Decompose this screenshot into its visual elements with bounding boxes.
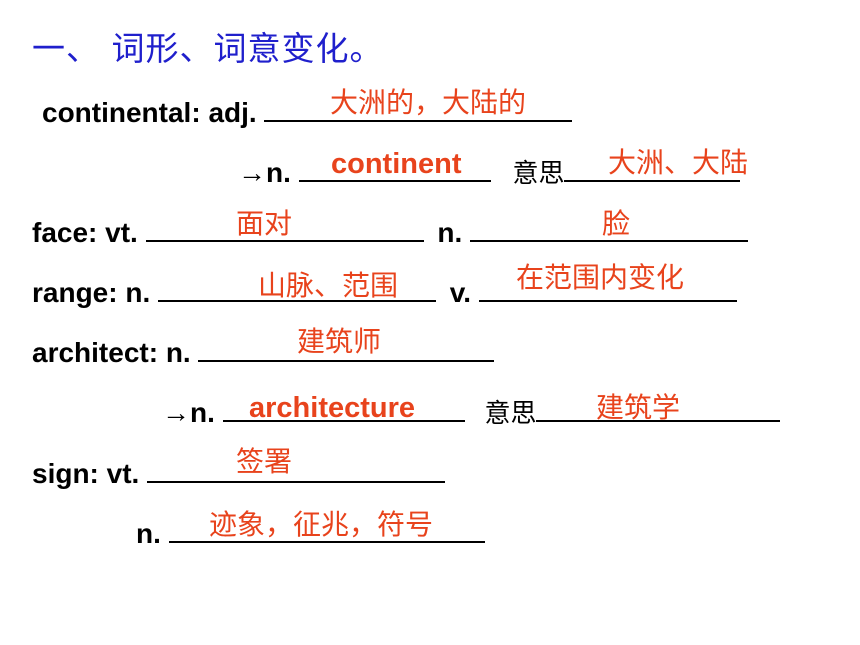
section-title: 一、 词形、词意变化。 (32, 29, 384, 68)
answer-face-n: 脸 (602, 207, 631, 240)
answer-sign-n: 迹象，征兆，符号 (209, 508, 434, 541)
line-sign: sign: vt. (32, 453, 446, 491)
answer-continent-meaning: 大洲、大陆 (608, 146, 749, 179)
line-range: range: n. v. (32, 272, 737, 310)
answer-face-vt: 面对 (236, 207, 293, 240)
blank-face-n[interactable] (470, 212, 749, 242)
n-label: n. (437, 217, 463, 248)
v-label: v. (449, 277, 472, 308)
blank-continent-word[interactable] (298, 152, 491, 182)
answer-continental-meaning: 大洲的，大陆的 (330, 86, 527, 119)
word-label: sign: vt. (32, 458, 140, 489)
word-label: range: n. (32, 277, 151, 308)
meaning-label: 意思 (484, 399, 537, 429)
answer-continent-word: continent (331, 148, 462, 180)
arrow-n-label: →n. (238, 157, 291, 188)
arrow-n-label: →n. (162, 397, 215, 428)
line-face: face: vt. n. (32, 212, 749, 250)
blank-sign-vt[interactable] (147, 453, 446, 483)
blank-continent-meaning[interactable] (564, 152, 741, 182)
line-sign-n: n. (136, 513, 485, 551)
word-label: face: vt. (32, 217, 138, 248)
blank-architect-n[interactable] (198, 332, 495, 362)
blank-range-n[interactable] (158, 272, 437, 302)
answer-sign-vt: 签署 (236, 445, 293, 478)
blank-architecture-word[interactable] (222, 392, 465, 422)
meaning-label: 意思 (512, 159, 565, 189)
answer-architect-n: 建筑师 (297, 325, 382, 358)
line-architect: architect: n. (32, 332, 495, 370)
line-architecture: →n. 意思 (162, 392, 781, 431)
answer-range-n: 山脉、范围 (258, 269, 399, 302)
answer-architecture-meaning: 建筑学 (596, 391, 681, 424)
word-label: architect: n. (32, 337, 191, 368)
blank-range-v[interactable] (478, 272, 737, 302)
n-label: n. (136, 518, 161, 549)
line-continental: continental: adj. (42, 92, 573, 130)
word-label: continental: adj. (42, 97, 257, 128)
blank-face-vt[interactable] (145, 212, 424, 242)
answer-range-v: 在范围内变化 (516, 261, 685, 294)
line-continent: →n. 意思 (238, 152, 741, 191)
blank-continental-meaning[interactable] (264, 92, 573, 122)
blank-architecture-meaning[interactable] (536, 392, 781, 422)
blank-sign-n[interactable] (168, 513, 485, 543)
answer-architecture-word: architecture (249, 392, 416, 424)
